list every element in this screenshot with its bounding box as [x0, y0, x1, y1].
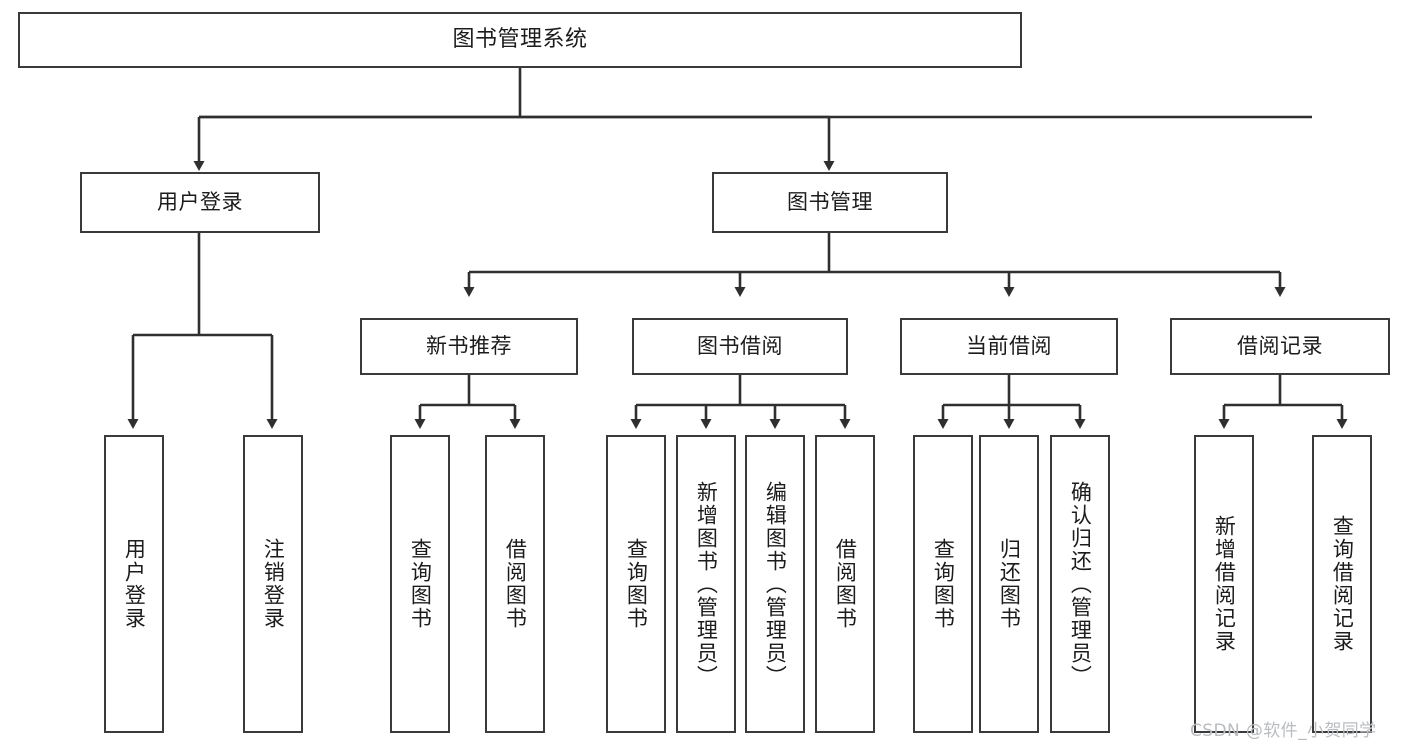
- node-current-borrow[interactable]: 当前借阅: [900, 318, 1118, 375]
- node-root[interactable]: 图书管理系统: [18, 12, 1022, 68]
- node-leaf-borrow-book-2-label: 借阅图书: [833, 538, 858, 630]
- watermark-text: CSDN @软件_小贺同学: [1190, 721, 1377, 741]
- node-borrow-record[interactable]: 借阅记录: [1170, 318, 1390, 375]
- node-leaf-borrow-book-1-label: 借阅图书: [503, 538, 528, 630]
- node-leaf-confirm-return[interactable]: 确认归还（管理员）: [1050, 435, 1110, 733]
- node-leaf-query-book-2-label: 查询图书: [624, 538, 649, 630]
- node-leaf-logout-login-label: 注销登录: [261, 538, 286, 630]
- node-book-manage[interactable]: 图书管理: [712, 172, 948, 233]
- node-leaf-query-book-1-label: 查询图书: [408, 538, 433, 630]
- node-root-label: 图书管理系统: [452, 27, 588, 53]
- node-new-book-recommend[interactable]: 新书推荐: [360, 318, 578, 375]
- node-user-login-label: 用户登录: [157, 190, 243, 215]
- node-leaf-user-login-label: 用户登录: [122, 538, 147, 630]
- node-leaf-add-borrow-record[interactable]: 新增借阅记录: [1194, 435, 1254, 733]
- node-leaf-add-borrow-record-label: 新增借阅记录: [1212, 515, 1237, 653]
- node-leaf-logout-login[interactable]: 注销登录: [243, 435, 303, 733]
- node-leaf-query-borrow-record[interactable]: 查询借阅记录: [1312, 435, 1372, 733]
- node-leaf-query-book-3-label: 查询图书: [931, 538, 956, 630]
- node-leaf-query-book-2[interactable]: 查询图书: [606, 435, 666, 733]
- node-leaf-add-book-label: 新增图书（管理员）: [694, 480, 719, 688]
- node-book-manage-label: 图书管理: [787, 190, 873, 215]
- node-leaf-borrow-book-1[interactable]: 借阅图书: [485, 435, 545, 733]
- node-current-borrow-label: 当前借阅: [966, 334, 1052, 359]
- node-leaf-return-book-label: 归还图书: [997, 538, 1022, 630]
- node-leaf-add-book[interactable]: 新增图书（管理员）: [676, 435, 736, 733]
- node-leaf-query-book-1[interactable]: 查询图书: [390, 435, 450, 733]
- node-leaf-confirm-return-label: 确认归还（管理员）: [1068, 480, 1093, 688]
- node-book-borrow-label: 图书借阅: [697, 334, 783, 359]
- node-leaf-query-borrow-record-label: 查询借阅记录: [1330, 515, 1355, 653]
- node-user-login[interactable]: 用户登录: [80, 172, 320, 233]
- node-leaf-borrow-book-2[interactable]: 借阅图书: [815, 435, 875, 733]
- node-leaf-query-book-3[interactable]: 查询图书: [913, 435, 973, 733]
- node-leaf-edit-book[interactable]: 编辑图书（管理员）: [745, 435, 805, 733]
- node-leaf-user-login[interactable]: 用户登录: [104, 435, 164, 733]
- node-leaf-edit-book-label: 编辑图书（管理员）: [763, 480, 788, 688]
- node-book-borrow[interactable]: 图书借阅: [632, 318, 848, 375]
- node-borrow-record-label: 借阅记录: [1237, 334, 1323, 359]
- node-new-book-recommend-label: 新书推荐: [426, 334, 512, 359]
- node-leaf-return-book[interactable]: 归还图书: [979, 435, 1039, 733]
